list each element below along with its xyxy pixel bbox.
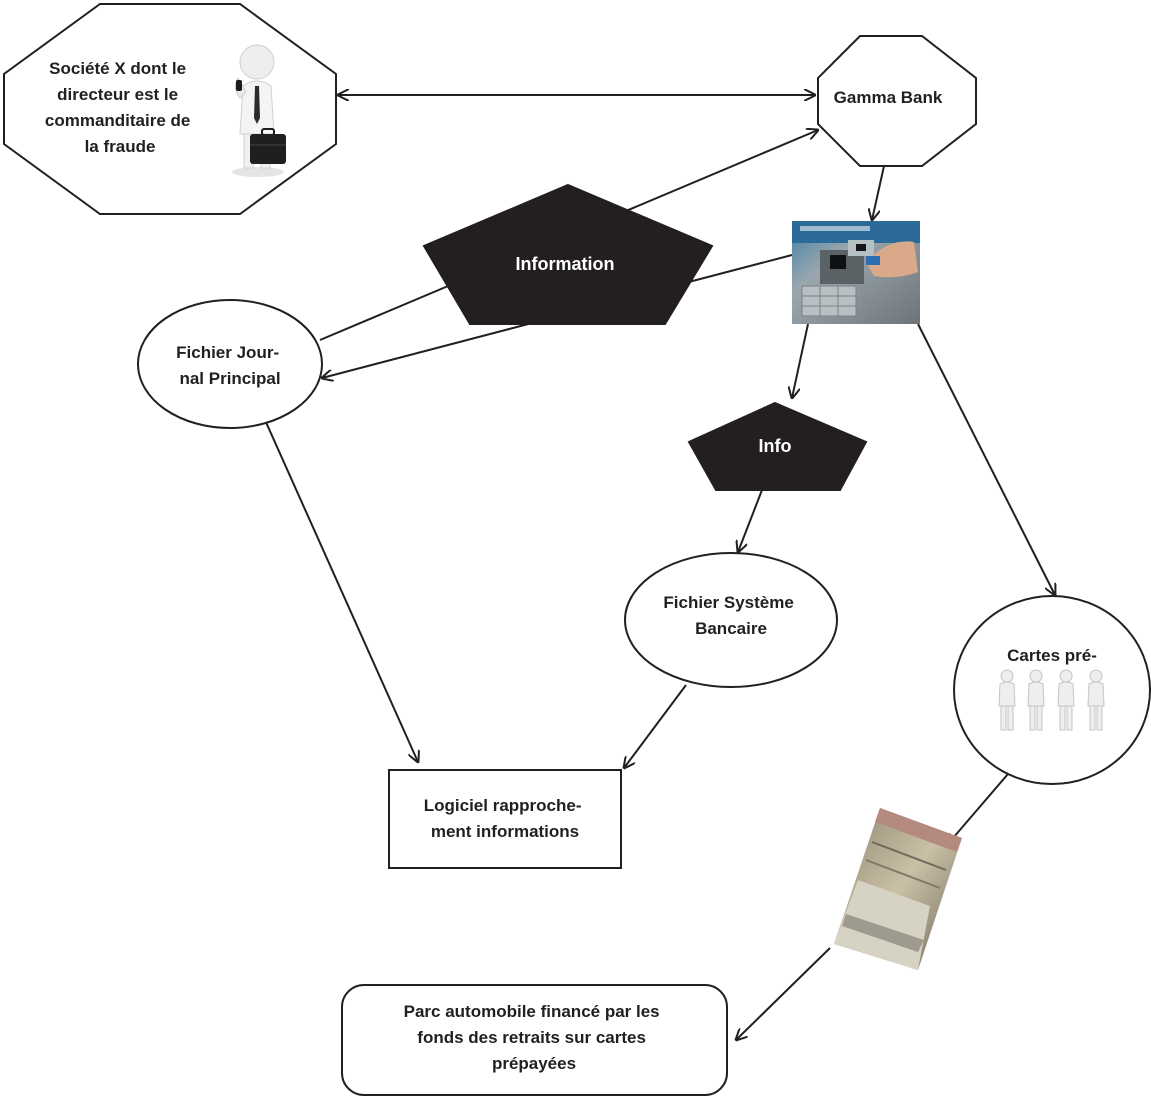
edge-journal-logiciel xyxy=(264,419,418,762)
person-figure xyxy=(1057,669,1075,731)
edge-cash-parc xyxy=(736,947,831,1040)
edge-atm-cartes xyxy=(917,323,1055,595)
node-societe-x: Société X dont le directeur est le comma… xyxy=(3,3,337,215)
information-label: Information xyxy=(516,254,615,274)
gamma-bank-label: Gamma Bank xyxy=(834,88,943,107)
societe-text: Société X dont le directeur est le comma… xyxy=(45,59,195,156)
edge-gamma-atm xyxy=(872,165,885,220)
person-figure xyxy=(1087,669,1105,731)
logiciel-text: Logiciel rapproche- ment informations xyxy=(424,796,586,841)
parc-text: Parc automobile financé par les fonds de… xyxy=(404,1002,665,1073)
person-figure xyxy=(998,669,1016,731)
parc-rounded-rect xyxy=(341,984,728,1096)
edge-info-systeme xyxy=(738,489,763,552)
atm-card-insertion-photo xyxy=(792,221,920,324)
info-label: Info xyxy=(759,436,792,456)
logiciel-rect xyxy=(388,769,622,869)
edge-atm-systeme xyxy=(792,323,809,398)
cartes-circle xyxy=(953,595,1151,785)
journal-text: Fichier Jour- nal Principal xyxy=(176,343,284,388)
journal-ellipse xyxy=(137,299,323,429)
node-fichier-journal: Fichier Jour- nal Principal xyxy=(137,299,323,429)
banknote-bundle-photo xyxy=(834,808,962,970)
node-cartes: Cartes pré- xyxy=(953,595,1151,785)
four-persons-icon xyxy=(998,669,1105,731)
edges xyxy=(264,95,1055,1040)
node-fichier-systeme: Fichier Système Bancaire xyxy=(624,552,838,688)
edge-systeme-logiciel xyxy=(624,684,687,768)
systeme-text: Fichier Système Bancaire xyxy=(663,593,798,638)
node-parc: Parc automobile financé par les fonds de… xyxy=(341,984,728,1096)
node-logiciel: Logiciel rapproche- ment informations xyxy=(388,769,622,869)
node-gamma-bank: Gamma Bank xyxy=(817,35,977,167)
node-info: Info xyxy=(687,401,868,491)
businessman-with-briefcase-icon xyxy=(232,44,286,177)
info-pentagon xyxy=(687,401,868,491)
information-pentagon xyxy=(422,183,714,325)
systeme-ellipse xyxy=(624,552,838,688)
societe-octagon xyxy=(3,3,337,215)
node-information: Information xyxy=(422,183,714,325)
person-figure xyxy=(1027,669,1045,731)
cartes-label: Cartes pré- xyxy=(1007,646,1097,665)
gamma-bank-octagon xyxy=(817,35,977,167)
